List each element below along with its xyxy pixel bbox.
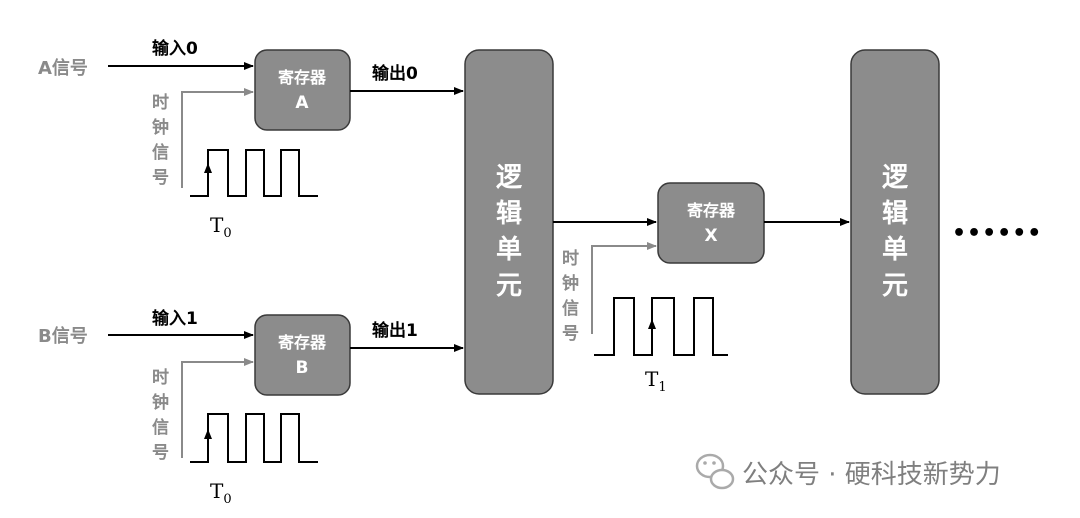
clock-label-x: 时 钟 信 号: [562, 249, 579, 344]
signal-a-label: A信号: [38, 57, 88, 79]
svg-text:号: 号: [152, 443, 169, 463]
svg-text:辑: 辑: [882, 199, 908, 229]
signal-b-label: B信号: [38, 325, 88, 347]
register-b-id: B: [296, 358, 309, 378]
svg-text:信: 信: [562, 298, 579, 319]
svg-text:时: 时: [562, 249, 579, 269]
register-a-title: 寄存器: [278, 68, 327, 87]
period-t1: T1: [645, 367, 667, 395]
svg-text:信: 信: [152, 417, 169, 438]
svg-text:元: 元: [882, 271, 908, 301]
svg-text:号: 号: [152, 168, 169, 188]
svg-text:钟: 钟: [562, 273, 579, 294]
clock-line-x: [591, 242, 657, 334]
register-b-box: [254, 314, 351, 396]
clock-label-bottom: 时 钟 信 号: [152, 368, 169, 463]
svg-text:辑: 辑: [496, 199, 522, 229]
clock-waveform-bottom: [190, 413, 318, 463]
output0-label: 输出0: [372, 63, 418, 84]
wechat-icon: [695, 453, 735, 490]
watermark-text: 公众号 · 硬科技新势力: [742, 460, 1001, 490]
clock-waveform-x: [594, 297, 728, 356]
continuation-ellipsis: ••••••: [952, 221, 1042, 246]
output1-label: 输出1: [372, 320, 418, 341]
input0-label: 输入0: [152, 38, 198, 59]
clock-label-top: 时 钟 信 号: [152, 93, 169, 188]
register-a-box: [254, 49, 351, 131]
svg-text:单: 单: [882, 235, 908, 265]
svg-text:号: 号: [562, 324, 579, 344]
logic-unit-2-box: [850, 49, 940, 395]
svg-text:时: 时: [152, 93, 169, 113]
svg-text:钟: 钟: [152, 117, 169, 138]
register-x-id: X: [704, 226, 717, 246]
logic-unit-1-label: 逻 辑 单 元: [496, 163, 522, 301]
svg-text:逻: 逻: [496, 163, 522, 193]
period-t0-bottom: T0: [210, 479, 232, 507]
clock-line-top: [181, 88, 254, 188]
svg-text:单: 单: [496, 235, 522, 265]
logic-unit-2-label: 逻 辑 单 元: [882, 163, 908, 301]
input1-label: 输入1: [152, 308, 198, 329]
svg-text:时: 时: [152, 368, 169, 388]
svg-text:元: 元: [496, 271, 522, 301]
svg-text:信: 信: [152, 142, 169, 163]
clock-line-bottom: [181, 358, 254, 458]
register-b-title: 寄存器: [278, 333, 327, 352]
svg-text:逻: 逻: [882, 163, 908, 193]
register-a-id: A: [295, 93, 309, 113]
register-x-box: [657, 182, 765, 264]
svg-text:钟: 钟: [152, 392, 169, 413]
period-t0-top: T0: [210, 213, 232, 241]
clock-waveform-top: [190, 149, 318, 197]
register-x-title: 寄存器: [687, 201, 736, 220]
